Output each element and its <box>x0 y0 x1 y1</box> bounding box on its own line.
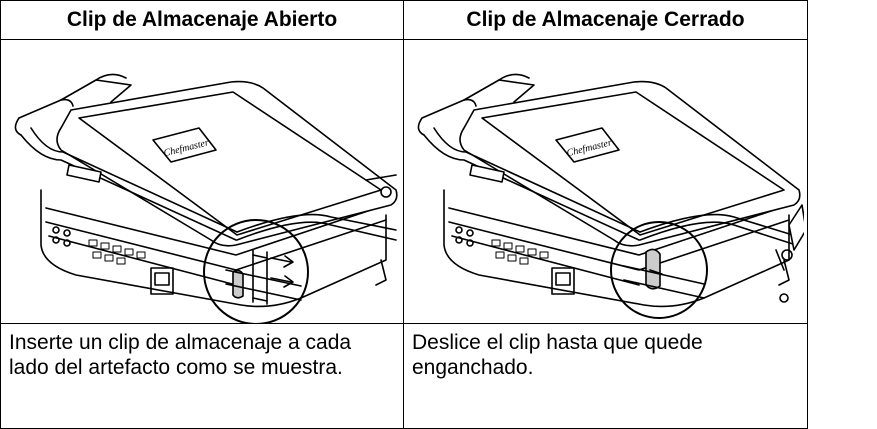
header-closed-clip: Clip de Almacenaje Cerrado <box>403 0 808 40</box>
lid-logo-badge: Chefmaster <box>152 127 217 163</box>
header-open-clip: Clip de Almacenaje Abierto <box>0 0 404 40</box>
instruction-table: Clip de Almacenaje Abierto Clip de Almac… <box>0 0 808 429</box>
header-row: Clip de Almacenaje Abierto Clip de Almac… <box>0 0 808 40</box>
illustration-open-cell: Chefmaster <box>0 39 404 324</box>
caption-open-clip: Inserte un clip de almacenaje a cada lad… <box>0 323 404 429</box>
grill-closed-clip-illustration: Chefmaster <box>417 73 804 319</box>
grill-open-clip-illustration: Chefmaster <box>14 73 398 323</box>
illustration-closed-cell: Chefmaster <box>403 39 808 324</box>
caption-row: Inserte un clip de almacenaje a cada lad… <box>0 323 808 429</box>
caption-closed-clip: Deslice el clip hasta que quede engancha… <box>403 323 808 429</box>
lid-logo-badge: Chefmaster <box>555 127 620 163</box>
illustration-row: Chefmaster <box>0 39 808 324</box>
